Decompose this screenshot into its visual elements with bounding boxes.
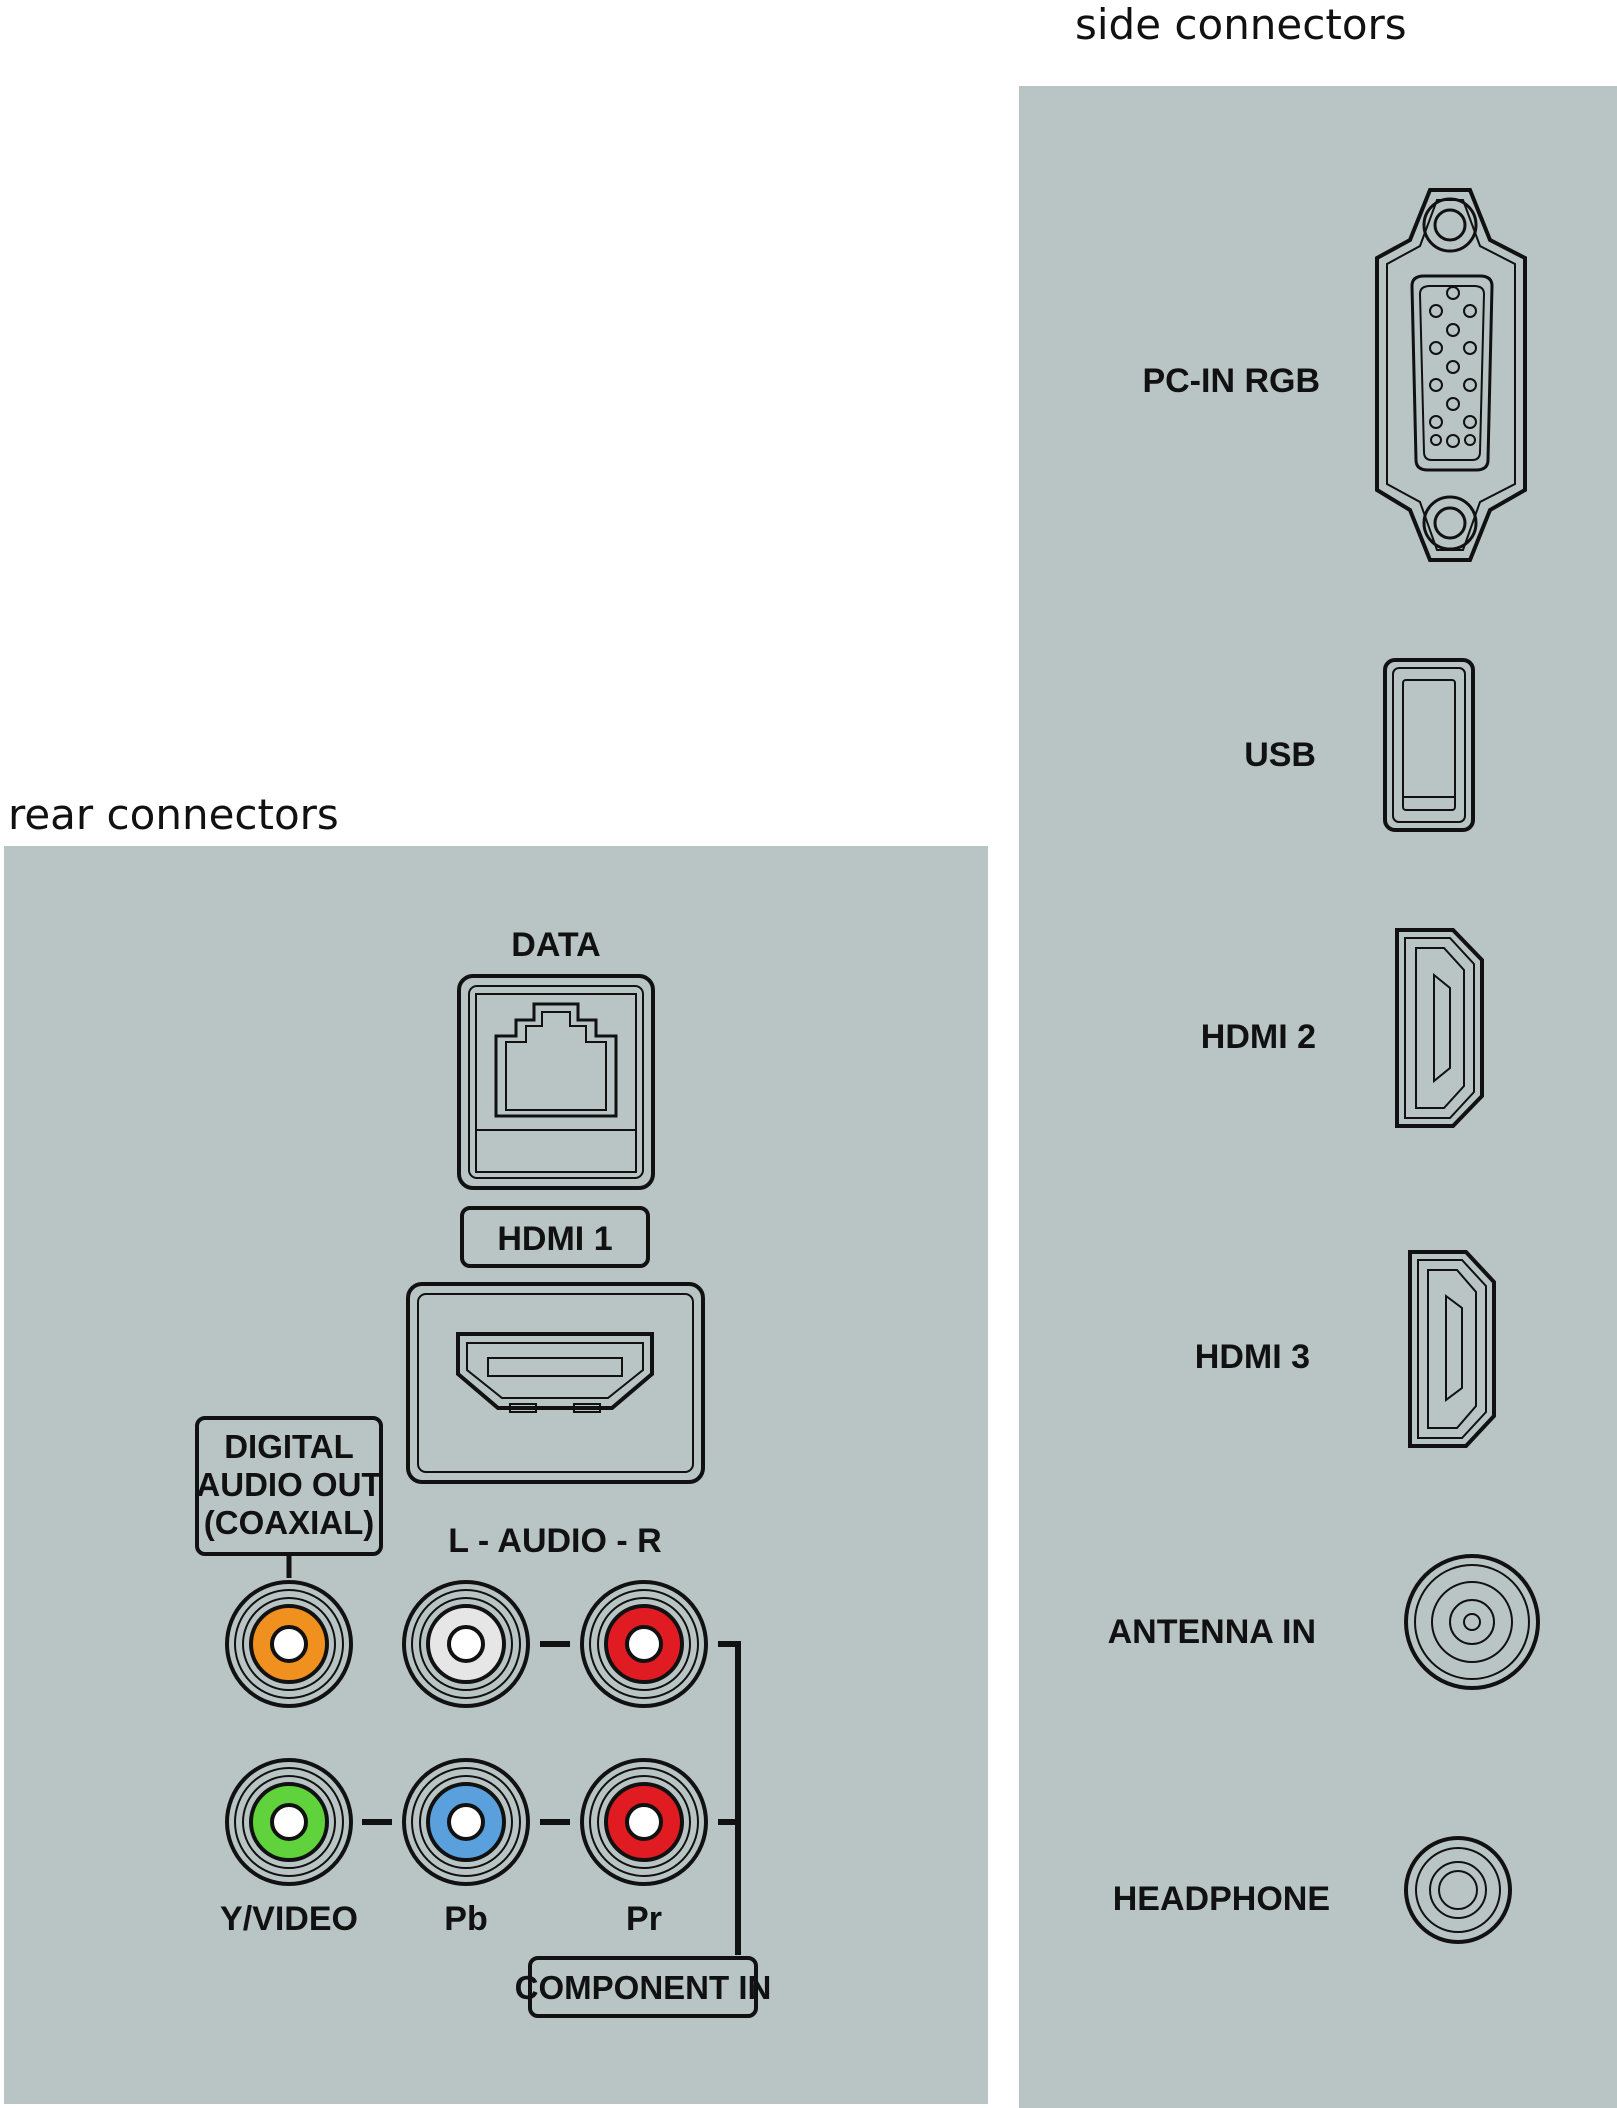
label-pr: Pr	[626, 1900, 662, 1938]
label-data: DATA	[511, 926, 600, 964]
label-component-in: COMPONENT IN	[515, 1969, 772, 2006]
connector-dashes	[362, 1641, 570, 1825]
hdmi-port-icon	[1395, 928, 1484, 1128]
label-digital-audio-1: DIGITAL	[224, 1428, 354, 1465]
label-digital-audio-3: (COAXIAL)	[204, 1504, 374, 1541]
label-hdmi1: HDMI 1	[497, 1220, 612, 1258]
label-hdmi2: HDMI 2	[1201, 1018, 1316, 1056]
headphone-jack-icon	[1404, 1836, 1512, 1944]
label-pc-in-rgb: PC-IN RGB	[1142, 362, 1320, 400]
label-usb: USB	[1244, 736, 1316, 774]
label-digital-audio-2: AUDIO OUT	[196, 1466, 381, 1503]
rca-jack-icon	[580, 1580, 708, 1708]
rear-connectors-heading: rear connectors	[8, 790, 339, 839]
rca-jack-icon	[402, 1580, 530, 1708]
side-connectors-heading: side connectors	[1075, 0, 1407, 49]
usb-port-icon	[1383, 658, 1475, 832]
coax-port-icon	[1404, 1554, 1540, 1690]
hdmi1-label-box	[460, 1206, 650, 1268]
label-audio-lr: L - AUDIO - R	[448, 1522, 661, 1560]
label-pb: Pb	[444, 1900, 487, 1938]
label-y-video: Y/VIDEO	[220, 1900, 358, 1938]
label-antenna-in: ANTENNA IN	[1108, 1613, 1316, 1651]
component-bracket	[718, 1641, 741, 1955]
label-hdmi3: HDMI 3	[1195, 1338, 1310, 1376]
side-panel	[1019, 86, 1617, 2108]
rca-jack-icon	[225, 1580, 353, 1708]
vga-port-icon	[1375, 188, 1527, 562]
hdmi-port-icon	[406, 1282, 705, 1484]
rca-jack-icon	[225, 1758, 353, 1886]
rca-jack-icon	[402, 1758, 530, 1886]
rca-jack-icon	[580, 1758, 708, 1886]
component-in-label-box	[528, 1956, 758, 2018]
rj45-port-icon	[457, 974, 655, 1190]
label-headphone: HEADPHONE	[1113, 1880, 1330, 1918]
hdmi-port-icon	[1408, 1250, 1496, 1448]
